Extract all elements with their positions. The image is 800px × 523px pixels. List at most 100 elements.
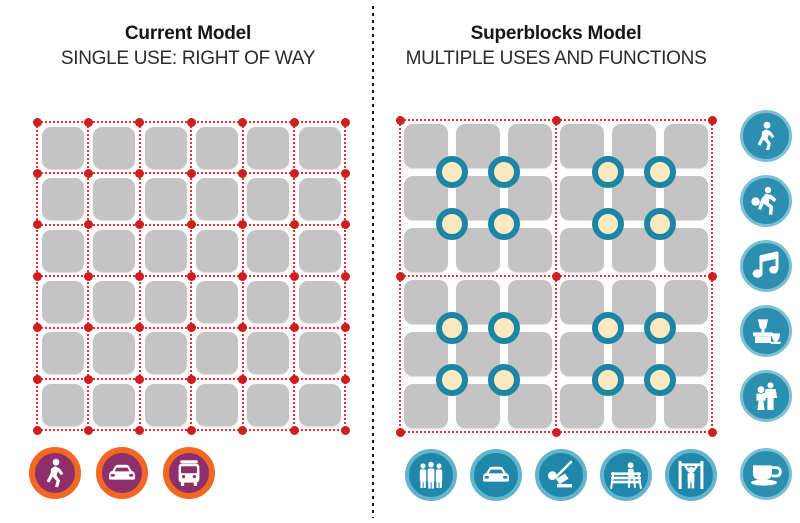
pedestrian-icon[interactable]: [29, 447, 81, 499]
exercise-icon[interactable]: [665, 449, 717, 501]
city-block: [41, 178, 84, 221]
public-space-hub: [644, 364, 676, 396]
intersection-node: [395, 271, 405, 281]
city-block: [93, 178, 136, 221]
intersection-node: [32, 271, 42, 281]
intersection-node: [289, 117, 299, 127]
city-block: [298, 229, 341, 272]
intersection-node: [83, 271, 93, 281]
public-space-hub: [592, 312, 624, 344]
car-icon[interactable]: [470, 449, 522, 501]
soccer-icon[interactable]: [740, 175, 792, 227]
intersection-node: [83, 425, 93, 435]
public-space-hub: [488, 156, 520, 188]
intersection-node: [135, 220, 145, 230]
intersection-node: [135, 271, 145, 281]
public-space-hub: [436, 312, 468, 344]
city-block: [195, 332, 238, 375]
intersection-node: [186, 168, 196, 178]
intersection-node: [238, 220, 248, 230]
public-space-hub: [436, 156, 468, 188]
bus-icon[interactable]: [163, 447, 215, 499]
intersection-node: [551, 427, 561, 437]
city-block: [508, 228, 552, 272]
city-block: [93, 280, 136, 323]
intersection-node: [707, 427, 717, 437]
family-icon[interactable]: [740, 370, 792, 422]
intersection-node: [289, 323, 299, 333]
intersection-node: [707, 115, 717, 125]
play-sports-icon[interactable]: [535, 449, 587, 501]
intersection-node: [135, 117, 145, 127]
intersection-node: [186, 374, 196, 384]
intersection-node: [32, 374, 42, 384]
intersection-node: [340, 374, 350, 384]
city-block: [195, 178, 238, 221]
intersection-node: [32, 117, 42, 127]
city-block: [664, 228, 708, 272]
public-space-hub: [436, 364, 468, 396]
music-icon[interactable]: [740, 240, 792, 292]
intersection-node: [238, 271, 248, 281]
city-block: [508, 384, 552, 428]
intersection-node: [551, 271, 561, 281]
intersection-node: [135, 374, 145, 384]
city-block: [144, 126, 187, 169]
public-space-hub: [488, 364, 520, 396]
city-block: [298, 383, 341, 426]
public-space-hub: [592, 364, 624, 396]
city-block: [195, 280, 238, 323]
city-block: [41, 229, 84, 272]
walking-icon[interactable]: [740, 110, 792, 162]
city-block: [93, 383, 136, 426]
city-block: [195, 126, 238, 169]
coffee-cup-icon[interactable]: [740, 448, 792, 500]
right-panel-subtitle: MULTIPLE USES AND FUNCTIONS: [405, 48, 707, 69]
park-bench-icon[interactable]: [600, 449, 652, 501]
city-block: [41, 332, 84, 375]
intersection-node: [83, 323, 93, 333]
city-block: [664, 384, 708, 428]
intersection-node: [135, 323, 145, 333]
intersection-node: [340, 220, 350, 230]
people-group-icon[interactable]: [405, 449, 457, 501]
city-block: [93, 126, 136, 169]
intersection-node: [83, 117, 93, 127]
city-block: [298, 280, 341, 323]
intersection-node: [186, 425, 196, 435]
intersection-node: [340, 425, 350, 435]
car-icon[interactable]: [96, 447, 148, 499]
intersection-node: [186, 220, 196, 230]
market-stall-icon[interactable]: [740, 305, 792, 357]
intersection-node: [289, 374, 299, 384]
intersection-node: [340, 271, 350, 281]
intersection-node: [340, 323, 350, 333]
intersection-node: [238, 374, 248, 384]
public-space-hub: [488, 208, 520, 240]
intersection-node: [135, 425, 145, 435]
intersection-node: [289, 168, 299, 178]
intersection-node: [238, 168, 248, 178]
intersection-node: [186, 117, 196, 127]
intersection-node: [32, 425, 42, 435]
city-block: [298, 126, 341, 169]
public-space-hub: [644, 208, 676, 240]
intersection-node: [238, 117, 248, 127]
city-block: [247, 178, 290, 221]
public-space-hub: [592, 208, 624, 240]
intersection-node: [135, 168, 145, 178]
intersection-node: [340, 117, 350, 127]
public-space-hub: [488, 312, 520, 344]
public-space-hub: [644, 156, 676, 188]
intersection-node: [395, 427, 405, 437]
right-panel-heading: Superblocks Model MULTIPLE USES AND FUNC…: [386, 22, 726, 72]
intersection-node: [289, 220, 299, 230]
city-block: [41, 280, 84, 323]
intersection-node: [186, 271, 196, 281]
intersection-node: [551, 115, 561, 125]
intersection-node: [83, 374, 93, 384]
city-block: [144, 332, 187, 375]
intersection-node: [83, 168, 93, 178]
